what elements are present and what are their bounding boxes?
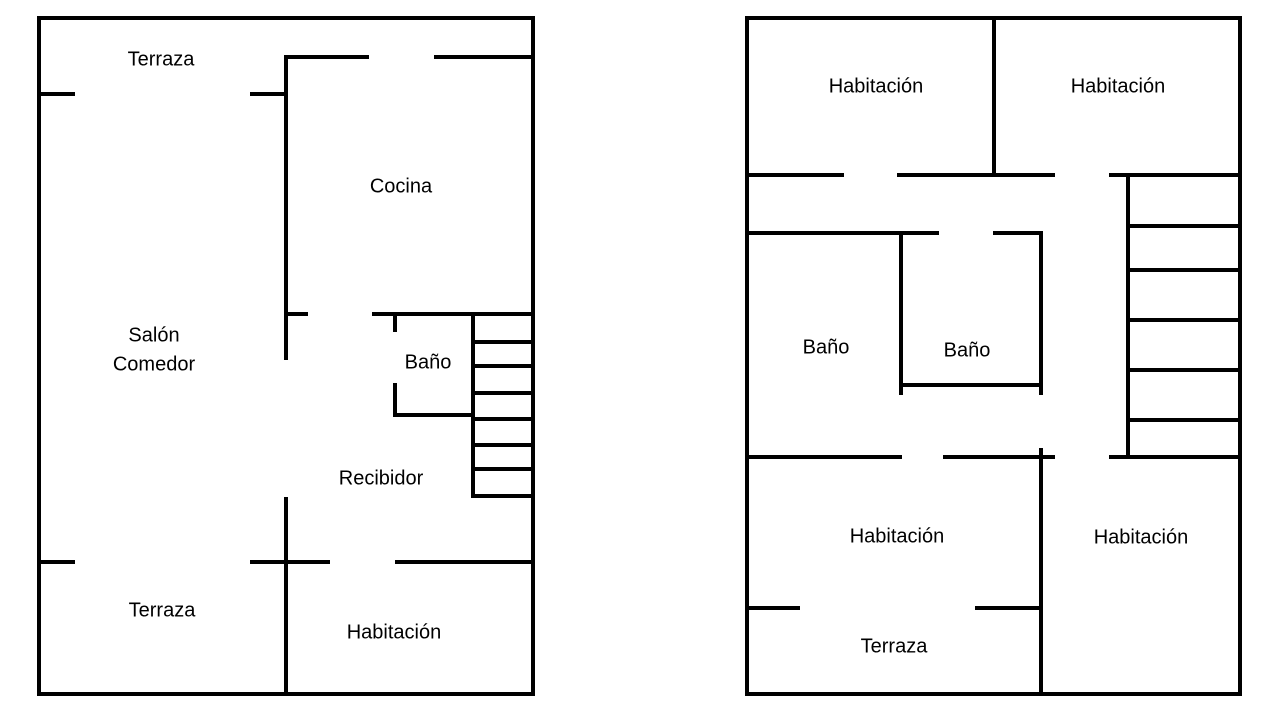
room-label-terraza-top: Terraza [128, 48, 196, 70]
room-label-terraza-bottom: Terraza [129, 599, 197, 621]
room-label-bano: Baño [405, 351, 452, 373]
floor-2-labels: Habitación Habitación Baño Baño Habitaci… [803, 75, 1189, 657]
floor-plan-2 [745, 16, 1242, 696]
room-label-habitacion: Habitación [347, 621, 442, 643]
room-label-habitacion-top-right: Habitación [1071, 75, 1166, 97]
room-label-bano-center: Baño [944, 339, 991, 361]
room-label-habitacion-bottom-right: Habitación [1094, 526, 1189, 548]
room-label-habitacion-top-left: Habitación [829, 75, 924, 97]
room-label-salon: Salón [128, 324, 179, 346]
room-label-terraza: Terraza [861, 635, 929, 657]
room-label-recibidor: Recibidor [339, 467, 424, 489]
room-label-bano-left: Baño [803, 336, 850, 358]
room-label-comedor: Comedor [113, 353, 196, 375]
floor-1-labels: Terraza Cocina Salón Comedor Baño Recibi… [113, 48, 451, 643]
room-label-habitacion-bottom-left: Habitación [850, 525, 945, 547]
floor-plan-1 [37, 16, 535, 696]
room-label-cocina: Cocina [370, 175, 433, 197]
